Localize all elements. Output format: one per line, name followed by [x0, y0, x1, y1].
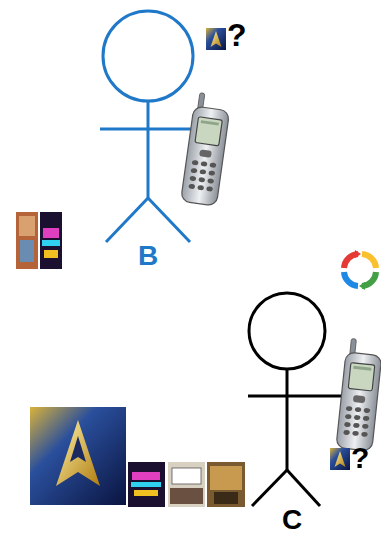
question-mark: ? [351, 443, 369, 473]
phone-c [336, 338, 381, 451]
person-c [248, 293, 352, 506]
posters-c [30, 407, 245, 507]
startrek-icon-c [330, 448, 350, 470]
posters-b [16, 212, 62, 269]
person-name: C [282, 506, 302, 534]
phone-b [181, 92, 232, 206]
sync-icon [344, 250, 376, 290]
question-mark: ? [227, 19, 247, 51]
person-name: B [138, 242, 158, 270]
startrek-icon-b [206, 28, 226, 50]
person-b [100, 11, 196, 242]
